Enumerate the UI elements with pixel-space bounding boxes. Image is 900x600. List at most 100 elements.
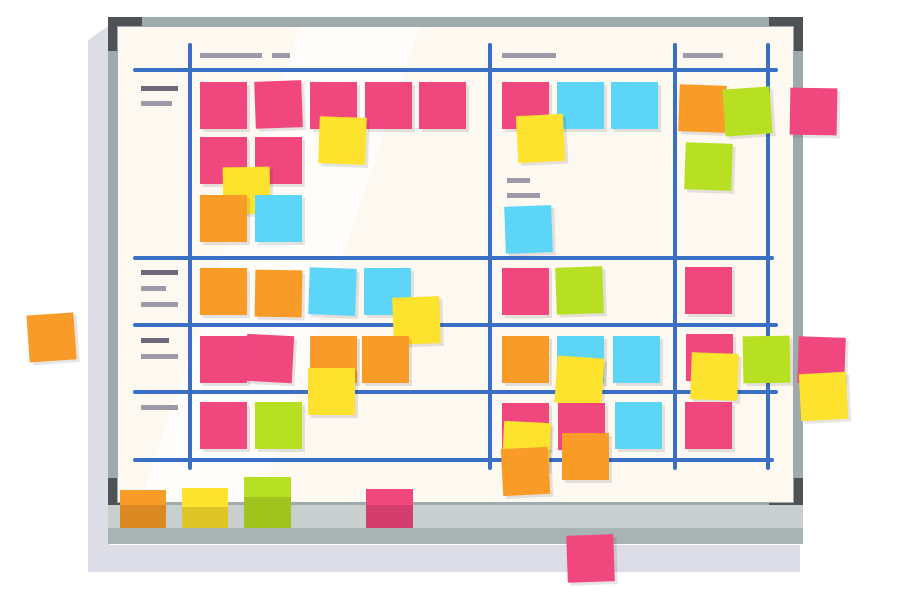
pink-sticky-note[interactable] bbox=[200, 82, 250, 132]
grid-lines bbox=[133, 43, 778, 470]
row-label-dash bbox=[141, 338, 169, 343]
column-header-dash bbox=[502, 53, 556, 58]
lime-sticky-note[interactable] bbox=[742, 335, 794, 387]
cyan-sticky-note[interactable] bbox=[504, 205, 556, 257]
sticky-note-body bbox=[392, 296, 441, 345]
orange-sticky-note[interactable] bbox=[26, 312, 80, 366]
cyan-sticky-note[interactable] bbox=[615, 402, 665, 452]
row-label-dash bbox=[141, 270, 178, 275]
lime-sticky-note[interactable] bbox=[684, 142, 736, 194]
sticky-note-body bbox=[615, 402, 662, 449]
sticky-note-body bbox=[200, 82, 247, 129]
pink-sticky-note[interactable] bbox=[244, 333, 298, 387]
sticky-note-body bbox=[789, 87, 838, 136]
sticky-note-body bbox=[255, 195, 302, 242]
marker-tray-front bbox=[108, 528, 803, 544]
sticky-note-body bbox=[200, 402, 247, 449]
sticky-note-body bbox=[362, 336, 409, 383]
orange-sticky-note[interactable] bbox=[500, 446, 554, 500]
frame-corner-tr bbox=[769, 17, 803, 51]
pink-sticky-note[interactable] bbox=[419, 82, 469, 132]
row-label-dash bbox=[141, 86, 178, 91]
orange-sticky-note[interactable] bbox=[362, 336, 412, 386]
orange-sticky-note[interactable] bbox=[562, 433, 612, 483]
sticky-note-body bbox=[611, 82, 658, 129]
orange-sticky-note[interactable] bbox=[254, 269, 306, 321]
column-header-dash bbox=[200, 53, 262, 58]
pad-side bbox=[120, 505, 166, 528]
frame-corner-tl bbox=[108, 17, 142, 51]
yellow-sticky-note[interactable] bbox=[318, 116, 370, 168]
sticky-note-body bbox=[685, 402, 732, 449]
yellow-sticky-note[interactable] bbox=[515, 113, 569, 167]
pink-sticky-note[interactable] bbox=[502, 268, 552, 318]
cyan-sticky-note[interactable] bbox=[557, 82, 607, 132]
sticky-notes bbox=[26, 80, 852, 586]
lime-sticky-pad[interactable] bbox=[244, 477, 291, 528]
pink-sticky-note[interactable] bbox=[200, 336, 250, 386]
sticky-note-body bbox=[200, 268, 247, 315]
orange-sticky-pad[interactable] bbox=[120, 490, 166, 528]
sticky-note-body bbox=[254, 269, 303, 318]
pad-body bbox=[366, 489, 413, 528]
sticky-note-body bbox=[308, 267, 357, 316]
orange-sticky-note[interactable] bbox=[200, 195, 250, 245]
frame-corner-br bbox=[769, 478, 803, 512]
yellow-sticky-pad[interactable] bbox=[182, 488, 228, 528]
pink-sticky-note[interactable] bbox=[365, 82, 415, 132]
sticky-note-body bbox=[318, 116, 367, 165]
row-label-dash bbox=[141, 286, 166, 291]
pink-sticky-note[interactable] bbox=[254, 80, 306, 132]
pink-sticky-note[interactable] bbox=[566, 534, 618, 586]
row-label-dash bbox=[141, 354, 178, 359]
row-label-dash bbox=[141, 101, 172, 106]
sticky-note-body bbox=[555, 266, 604, 315]
sticky-note-body bbox=[684, 142, 733, 191]
yellow-sticky-note[interactable] bbox=[392, 296, 444, 348]
sticky-note-body bbox=[200, 336, 247, 383]
sticky-note-body bbox=[515, 113, 566, 164]
column-header-dash bbox=[683, 53, 723, 58]
sticky-note-body bbox=[308, 368, 355, 415]
sticky-pad-stacks bbox=[120, 477, 413, 528]
cyan-sticky-note[interactable] bbox=[611, 82, 661, 132]
cyan-sticky-note[interactable] bbox=[613, 336, 663, 386]
lime-sticky-note[interactable] bbox=[555, 266, 607, 318]
cyan-sticky-note[interactable] bbox=[308, 267, 360, 319]
orange-sticky-note[interactable] bbox=[502, 336, 552, 386]
sticky-note-body bbox=[798, 371, 849, 422]
yellow-sticky-note[interactable] bbox=[690, 352, 742, 404]
label-placeholders bbox=[141, 53, 723, 410]
pad-side bbox=[182, 507, 228, 528]
pad-body bbox=[182, 488, 228, 528]
pad-body bbox=[244, 477, 291, 528]
column-header-dash bbox=[272, 53, 290, 58]
orange-sticky-note[interactable] bbox=[678, 84, 730, 136]
pink-sticky-note[interactable] bbox=[789, 87, 841, 139]
sticky-note-body bbox=[502, 268, 549, 315]
pink-sticky-note[interactable] bbox=[200, 402, 250, 452]
pink-sticky-note[interactable] bbox=[685, 402, 735, 452]
pink-sticky-pad[interactable] bbox=[366, 489, 413, 528]
sticky-note-body bbox=[244, 333, 295, 384]
sticky-note-body bbox=[500, 446, 551, 497]
sticky-note-body bbox=[365, 82, 412, 129]
sticky-note-body bbox=[685, 267, 732, 314]
sticky-note-body bbox=[722, 86, 773, 137]
lime-sticky-note[interactable] bbox=[255, 402, 305, 452]
lime-sticky-note[interactable] bbox=[722, 86, 776, 140]
sticky-note-body bbox=[562, 433, 609, 480]
yellow-sticky-note[interactable] bbox=[554, 355, 608, 409]
yellow-sticky-note[interactable] bbox=[798, 371, 852, 425]
cyan-sticky-note[interactable] bbox=[255, 195, 305, 245]
yellow-sticky-note[interactable] bbox=[308, 368, 358, 418]
sticky-note-body bbox=[502, 336, 549, 383]
sticky-note-body bbox=[678, 84, 727, 133]
orange-sticky-note[interactable] bbox=[200, 268, 250, 318]
sticky-note-body bbox=[255, 402, 302, 449]
pink-sticky-note[interactable] bbox=[685, 267, 735, 317]
sticky-note-body bbox=[557, 82, 604, 129]
sticky-note-body bbox=[419, 82, 466, 129]
sticky-note-body bbox=[690, 352, 739, 401]
